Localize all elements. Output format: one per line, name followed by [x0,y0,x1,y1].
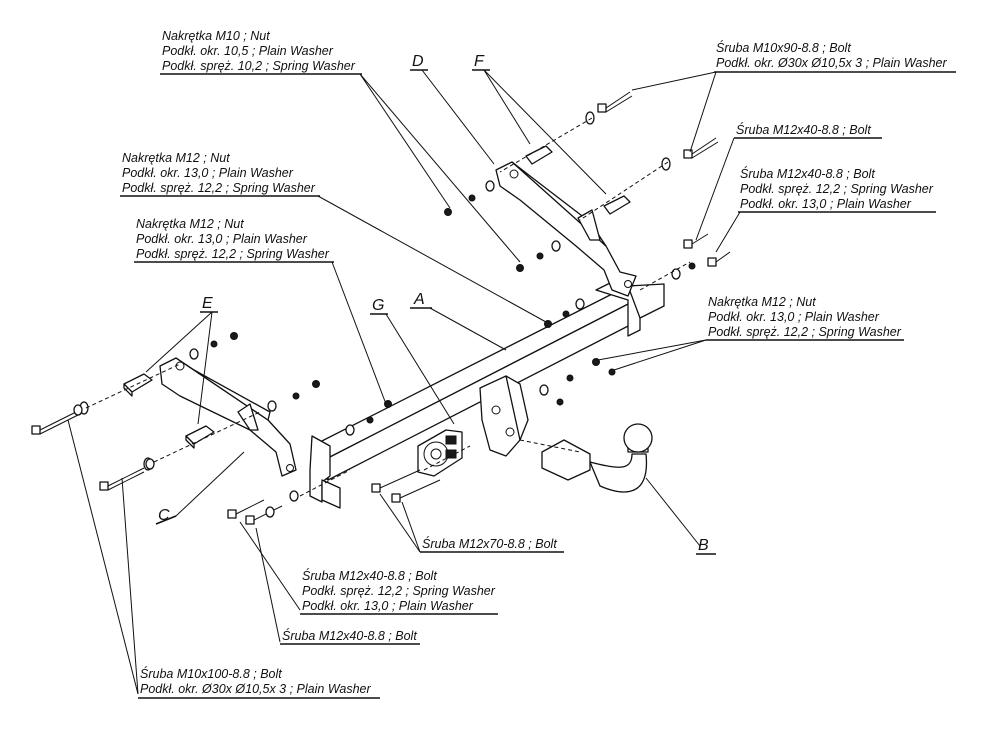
label-nut-m12-b: Nakrętka M12 ; Nut [136,217,244,231]
label-plain-washer-13-c: Podkł. okr. 13,0 ; Plain Washer [708,310,880,324]
spacer-tubes-part-e [123,373,215,449]
label-bolt-m12x40-single: Śruba M12x40-8.8 ; Bolt [282,628,417,643]
assembly-axis-lines [85,117,691,497]
label-bolt-m10x100: Śruba M10x100-8.8 ; Bolt [140,666,282,681]
center-mount-plate [479,375,529,457]
label-bolt-m12x70: Śruba M12x70-8.8 ; Bolt [422,536,557,551]
label-nut-m12-a: Nakrętka M12 ; Nut [122,151,230,165]
bolt-m12x40-right-group [683,233,731,267]
part-letter-b: B [698,537,709,554]
left-bracket-part-c [159,357,297,477]
label-plain-washer-13-a: Podkł. okr. 13,0 ; Plain Washer [122,166,294,180]
label-plain-washer-30: Podkł. okr. Ø30x Ø10,5x 3 ; Plain Washer [716,56,948,70]
label-bolt-m12x40-bottom: Śruba M12x40-8.8 ; Bolt [302,568,437,583]
bolt-m10x90-mid [661,137,719,171]
label-bolt-m12x40-top: Śruba M12x40-8.8 ; Bolt [736,122,871,137]
part-letter-a: A [413,291,425,308]
tow-ball-part-b [519,423,653,493]
nuts-and-washers [73,180,696,518]
label-spring-washer-10-2: Podkł. spręż. 10,2 ; Spring Washer [162,59,356,73]
socket-plate-part-g [417,429,463,477]
right-bracket-part-d [495,161,637,297]
label-spring-washer-12-2-a: Podkł. spręż. 12,2 ; Spring Washer [122,181,316,195]
label-nut-m10: Nakrętka M10 ; Nut [162,29,270,43]
label-spring-washer-bottom: Podkł. spręż. 12,2 ; Spring Washer [302,584,496,598]
part-letter-g: G [372,297,384,314]
label-plain-washer-13-b: Podkł. okr. 13,0 ; Plain Washer [136,232,308,246]
spacer-tubes-part-f [525,145,631,215]
label-plain-washer-right: Podkł. okr. 13,0 ; Plain Washer [740,197,912,211]
label-spring-washer-12-2-b: Podkł. spręż. 12,2 ; Spring Washer [136,247,330,261]
label-spring-washer-right: Podkł. spręż. 12,2 ; Spring Washer [740,182,934,196]
label-spring-washer-12-2-c: Podkł. spręż. 12,2 ; Spring Washer [708,325,902,339]
part-letter-f: F [474,53,485,70]
label-bolt-m12x40-right: Śruba M12x40-8.8 ; Bolt [740,166,875,181]
part-letter-e: E [202,295,213,312]
bolt-m10x90-top [585,91,633,125]
bolt-m10x100-lower [99,457,153,491]
label-nut-m12-c: Nakrętka M12 ; Nut [708,295,816,309]
label-plain-washer-30-bottom: Podkł. okr. Ø30x Ø10,5x 3 ; Plain Washer [140,682,372,696]
label-bolt-m10x90: Śruba M10x90-8.8 ; Bolt [716,40,851,55]
part-letter-d: D [412,53,424,70]
label-plain-washer-bottom: Podkł. okr. 13,0 ; Plain Washer [302,599,474,613]
leader-lines [67,69,741,695]
bolt-m12x70-pair [371,469,441,503]
label-plain-washer-10-5: Podkł. okr. 10,5 ; Plain Washer [162,44,334,58]
